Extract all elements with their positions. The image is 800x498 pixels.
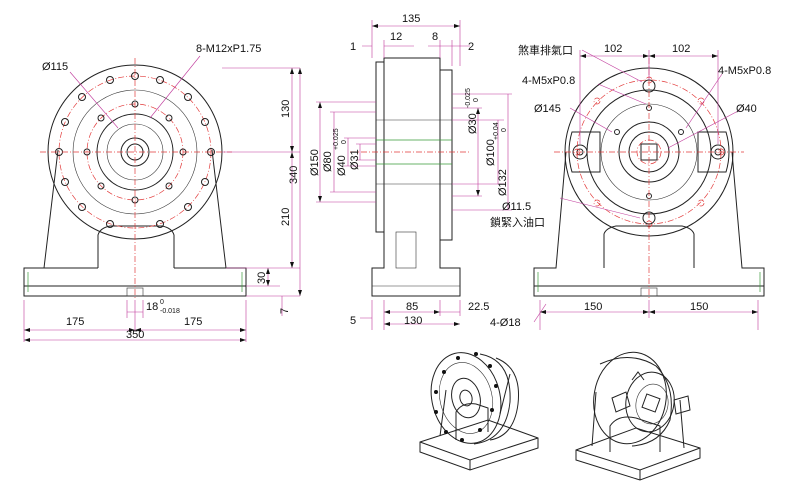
- side-b85-label: 85: [406, 301, 418, 313]
- side-d30-label: Ø30: [467, 113, 479, 134]
- front-slot-label: 18: [146, 301, 158, 313]
- rear-lock-oil-label: 鎖緊入油口: [490, 215, 545, 229]
- side-d80-label: Ø80: [322, 151, 334, 172]
- side-w8-label: 8: [432, 31, 438, 43]
- front-h130-label: 130: [280, 100, 292, 118]
- rear-view: 煞車排氣口 102 102 4-M5xP0.8 4-M5xP0.8 Ø145 Ø…: [490, 43, 771, 330]
- side-d30-tol-bottom: 0: [473, 98, 480, 102]
- side-d100-label: Ø100: [485, 139, 497, 166]
- isometric-view-rear: [575, 351, 701, 481]
- rear-holes-label: 4-Ø18: [490, 317, 521, 329]
- rear-w150-left-label: 150: [584, 301, 602, 313]
- side-w1-label: 1: [350, 41, 356, 53]
- side-view: 135 1 12 8 2 Ø150 Ø80 Ø40 +0.025 0 Ø31 Ø…: [309, 13, 512, 330]
- side-d132-tol-bottom: 0: [501, 128, 508, 132]
- rear-brake-vent-label: 煞車排氣口: [518, 43, 573, 57]
- front-slot-tol-top: 0: [160, 299, 164, 306]
- side-d132-tol-top: +0.04: [493, 122, 500, 140]
- rear-w102-left-label: 102: [604, 43, 622, 55]
- rear-d40-label: Ø40: [736, 103, 757, 115]
- side-b22_5-label: 22.5: [468, 301, 489, 313]
- front-d115-label: Ø115: [42, 61, 68, 73]
- side-w2-label: 2: [468, 41, 474, 53]
- front-view: Ø115 8-M12xP1.75 130 210 340 30 7 175 17…: [23, 43, 302, 342]
- rear-m5-right-label: 4-M5xP0.8: [718, 65, 771, 77]
- front-w175-right-label: 175: [184, 316, 202, 328]
- front-w175-left-label: 175: [66, 316, 84, 328]
- front-h30-label: 30: [256, 272, 268, 284]
- side-d31-label: Ø31: [349, 149, 361, 170]
- rear-w150-right-label: 150: [690, 301, 708, 313]
- front-slot-tol-bottom: -0.018: [160, 308, 180, 315]
- side-d40-tol-bottom: 0: [341, 140, 348, 144]
- front-w350-label: 350: [126, 329, 144, 341]
- front-thread-label: 8-M12xP1.75: [196, 43, 261, 55]
- side-b130-label: 130: [404, 315, 422, 327]
- rear-d11_5-label: Ø11.5: [502, 201, 531, 213]
- side-d150-label: Ø150: [309, 149, 321, 176]
- side-w135-label: 135: [402, 13, 420, 25]
- side-w12-label: 12: [390, 31, 402, 43]
- side-d30-tol-top: -0.025: [465, 88, 472, 108]
- side-d40-tol-top: +0.025: [333, 128, 340, 150]
- rear-d145-label: Ø145: [534, 103, 561, 115]
- rear-m5-left-label: 4-M5xP0.8: [522, 75, 575, 87]
- side-b5-label: 5: [350, 315, 356, 327]
- side-body-outline: [371, 57, 461, 297]
- isometric-view-front: [419, 352, 539, 471]
- front-side7-label: 7: [279, 308, 291, 314]
- front-h340-label: 340: [288, 166, 300, 184]
- side-d132-label: Ø132: [497, 169, 509, 196]
- front-h210-label: 210: [280, 208, 292, 226]
- side-d40-label: Ø40: [336, 155, 348, 176]
- rear-w102-right-label: 102: [672, 43, 690, 55]
